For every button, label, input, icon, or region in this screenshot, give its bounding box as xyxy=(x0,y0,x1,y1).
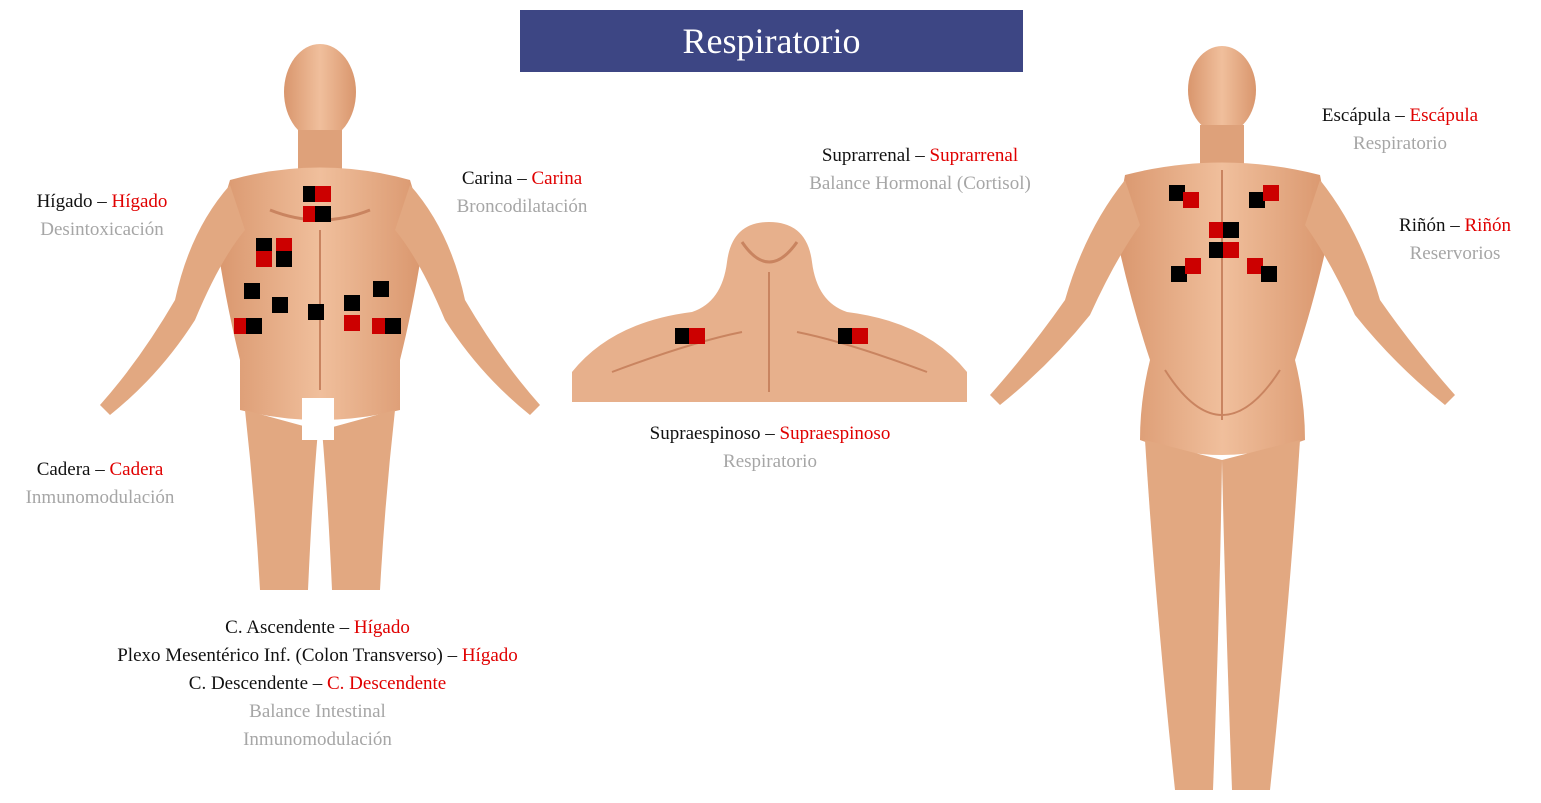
page-title: Respiratorio xyxy=(520,10,1023,72)
marker-suprarrenal xyxy=(1223,222,1239,238)
marker-colon xyxy=(308,304,324,320)
label-higado: Hígado – Hígado Desintoxicación xyxy=(12,188,192,244)
label-escapula: Escápula – Escápula Respiratorio xyxy=(1295,102,1505,158)
marker-carina xyxy=(315,206,331,222)
marker-carina xyxy=(315,186,331,202)
marker-cadera xyxy=(246,318,262,334)
title-text: Respiratorio xyxy=(683,20,861,62)
label-supraespinoso: Supraespinoso – Supraespinoso Respirator… xyxy=(610,420,930,476)
marker-supraespinoso xyxy=(852,328,868,344)
label-cadera: Cadera – Cadera Inmunomodulación xyxy=(0,456,200,512)
marker-escapula xyxy=(1183,192,1199,208)
marker-rinon xyxy=(1185,258,1201,274)
marker-higado xyxy=(256,251,272,267)
marker-suprarrenal xyxy=(1223,242,1239,258)
marker-higado xyxy=(276,251,292,267)
marker-escapula xyxy=(1263,185,1279,201)
label-colon: C. Ascendente – Hígado Plexo Mesentérico… xyxy=(60,614,575,754)
label-carina: Carina – Carina Broncodilatación xyxy=(432,165,612,221)
marker-colon xyxy=(344,295,360,311)
marker-colon xyxy=(344,315,360,331)
marker-supraespinoso xyxy=(689,328,705,344)
marker-colon xyxy=(272,297,288,313)
marker-cadera xyxy=(385,318,401,334)
marker-colon xyxy=(244,283,260,299)
label-rinon: Riñón – Riñón Reservorios xyxy=(1380,212,1530,268)
top-view-figure xyxy=(572,222,967,402)
marker-rinon xyxy=(1261,266,1277,282)
marker-colon xyxy=(373,281,389,297)
censor-box xyxy=(302,398,334,440)
